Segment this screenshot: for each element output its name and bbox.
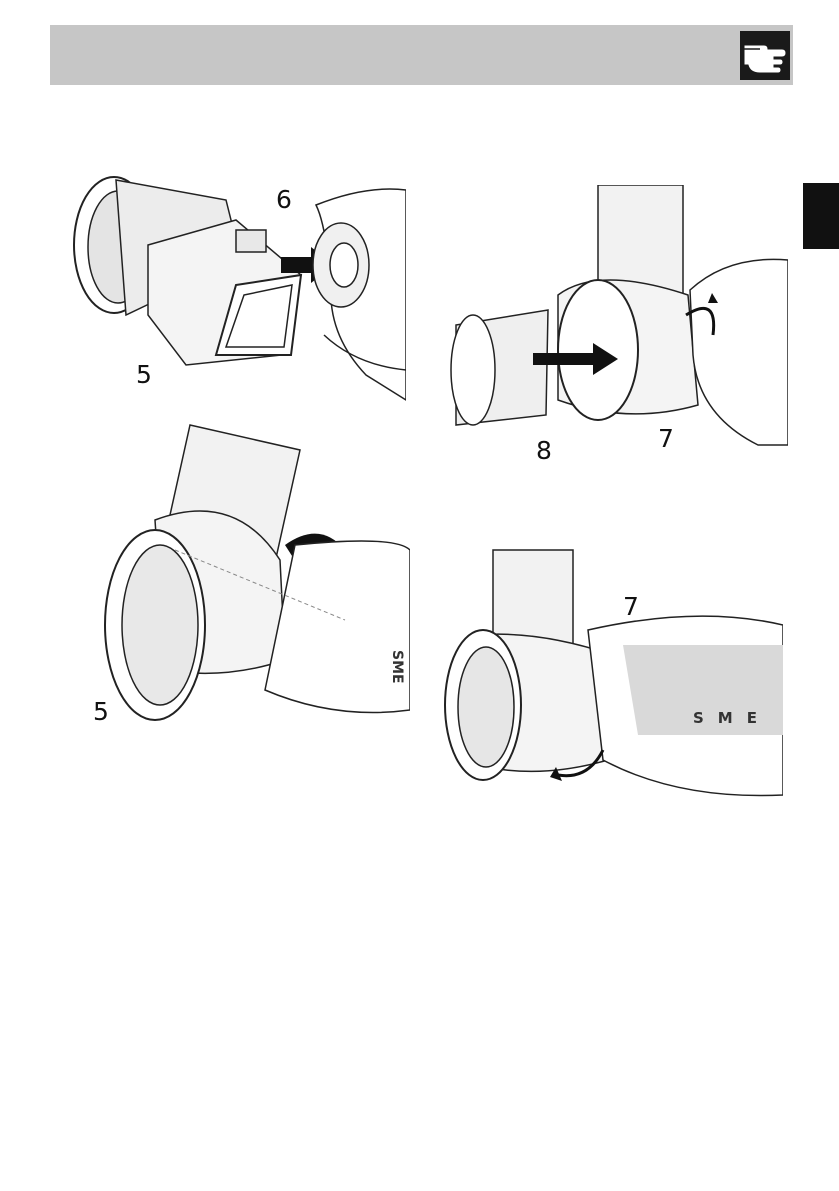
callout-label: 6 — [276, 185, 292, 214]
callout-label: 5 — [136, 360, 152, 389]
pointing-hand-icon — [740, 31, 790, 80]
callout-label: 8 — [536, 436, 552, 460]
header-bar — [50, 25, 793, 85]
figure-drum-installed: 7 SME — [438, 545, 783, 800]
figure-rotate-lock: 5 SME — [85, 420, 410, 740]
callout-label: 7 — [658, 424, 674, 453]
figure-insert-drum: 8 7 — [428, 185, 788, 460]
brand-mark: SME — [389, 650, 405, 684]
section-tab — [803, 183, 839, 249]
brand-mark: SME — [693, 709, 771, 727]
callout-label: 5 — [93, 697, 109, 726]
figure-attach-shaft: 6 5 — [66, 165, 406, 430]
callout-label: 7 — [623, 592, 639, 621]
